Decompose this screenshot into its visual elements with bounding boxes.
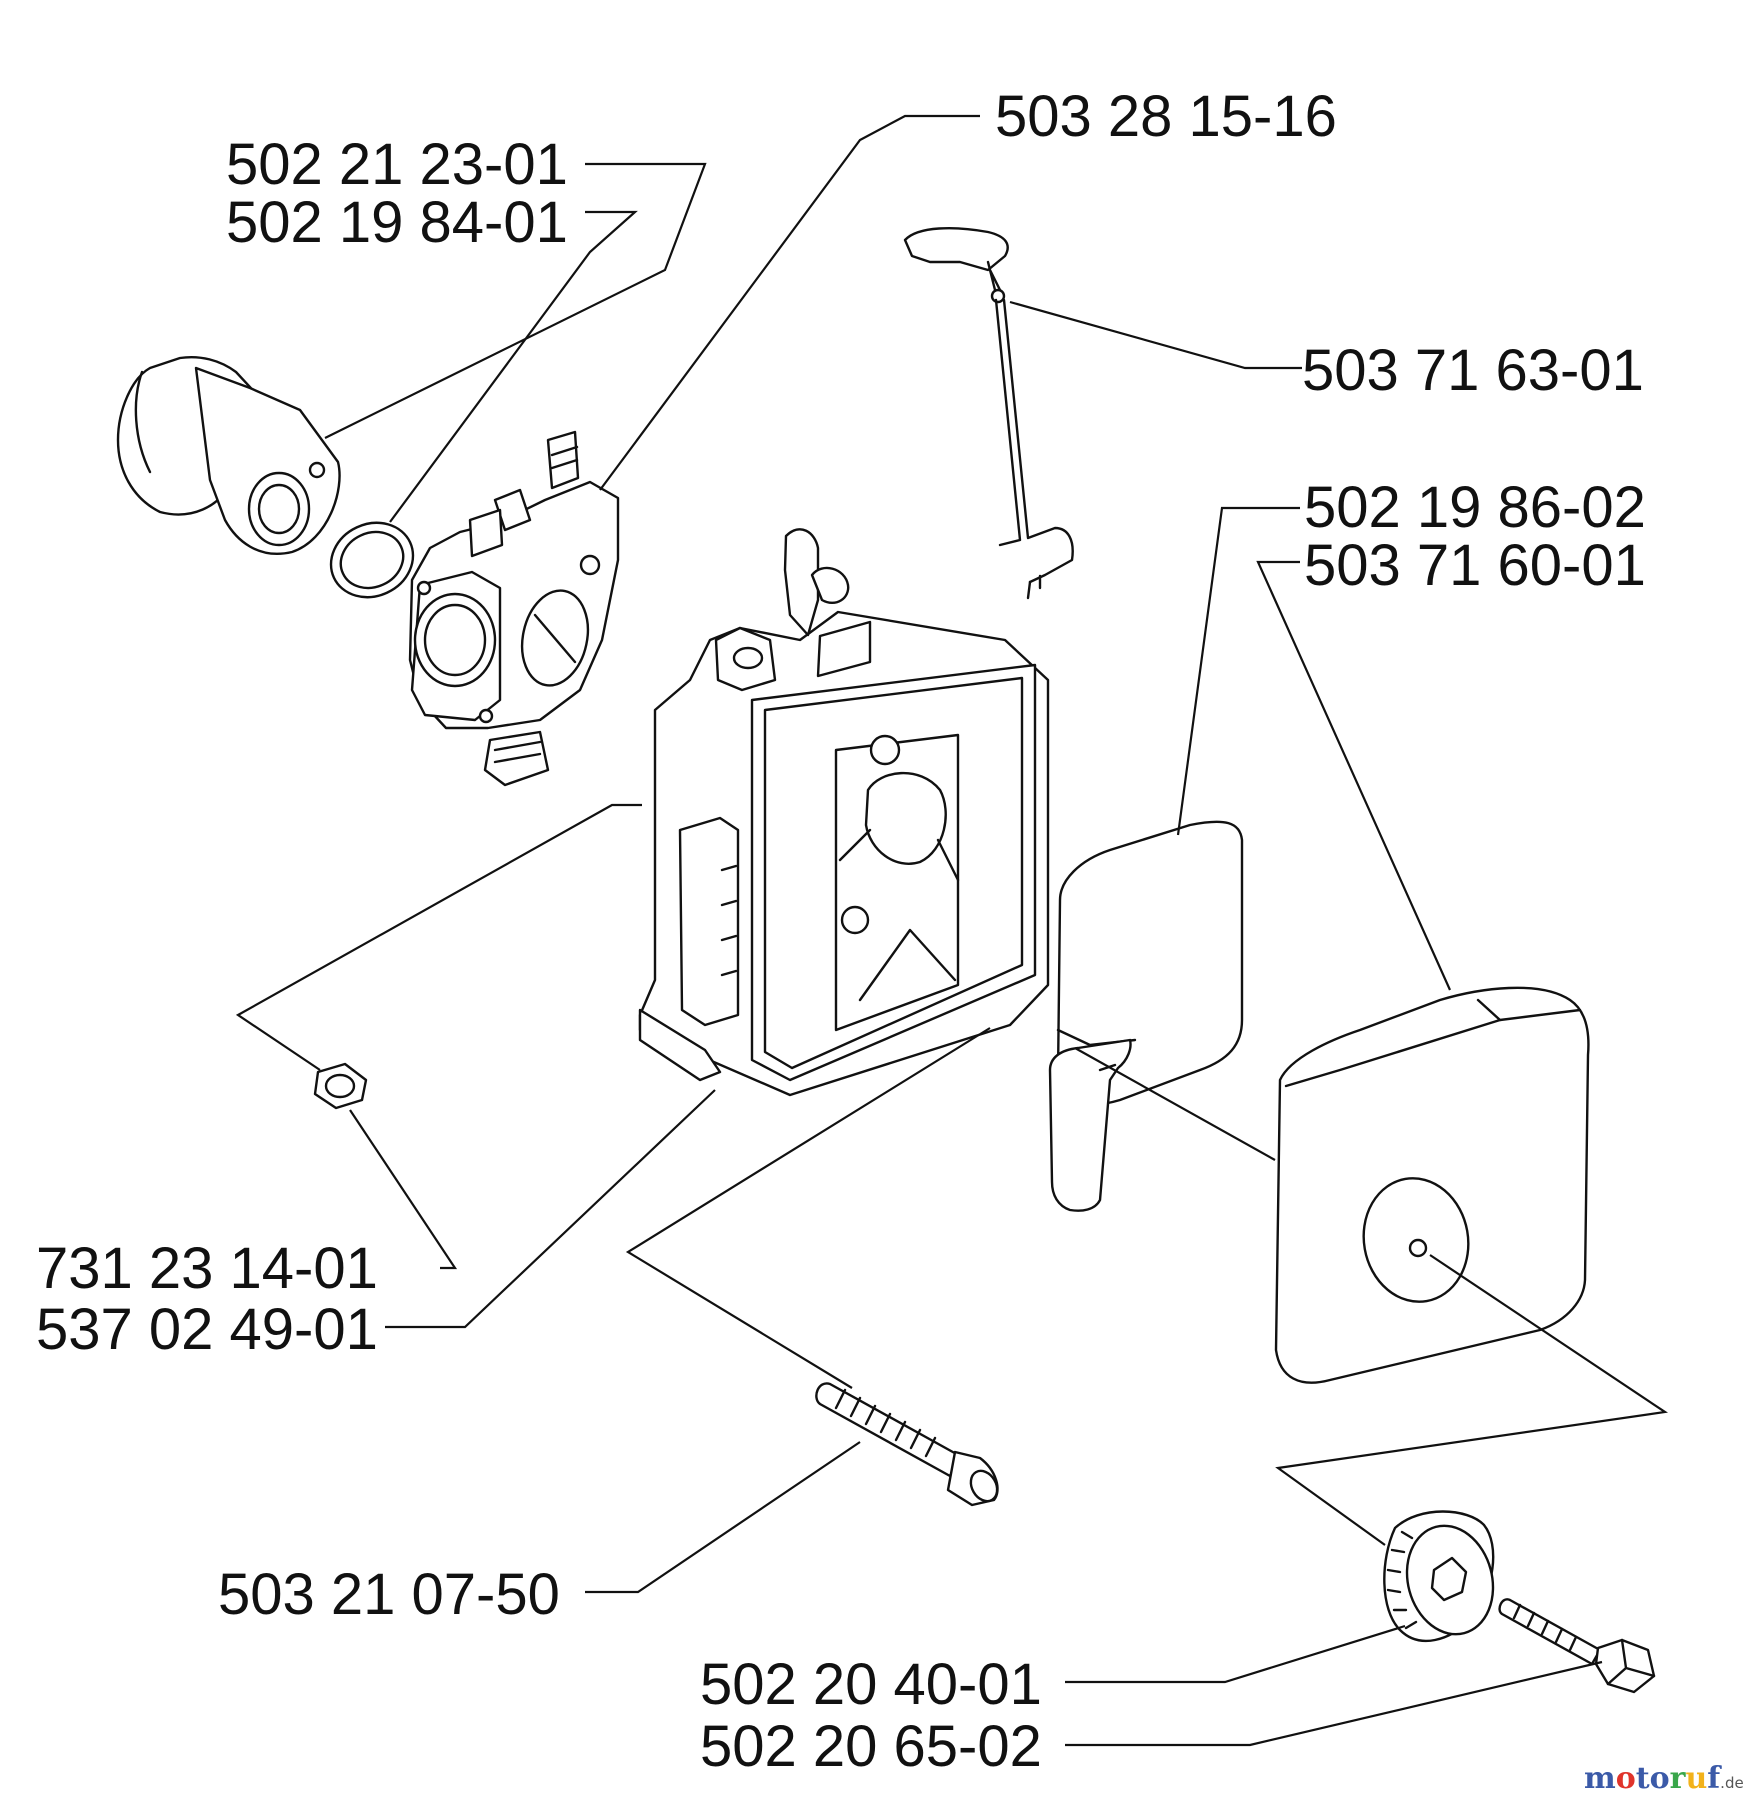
intake-manifold-part	[116, 356, 341, 555]
nut-part	[313, 1062, 368, 1110]
air-filter-housing-part	[638, 528, 1050, 1097]
label-filter-cover: 503 71 60-01	[1304, 533, 1646, 598]
label-air-filter-housing: 537 02 49-01	[36, 1297, 378, 1362]
leader-lines	[235, 114, 1668, 1747]
leader-cover-knob	[1065, 1624, 1406, 1684]
label-carburetor: 503 28 15-16	[995, 84, 1337, 149]
leader-housing-screw	[585, 1441, 861, 1594]
carburetor-part	[408, 430, 620, 787]
leader-screw-to-insert	[1074, 1047, 1276, 1161]
part-labels: 502 21 23-01 502 19 84-01 503 28 15-16 5…	[36, 84, 1646, 1779]
choke-rod-part	[903, 226, 1074, 600]
label-knob-screw: 502 20 65-02	[700, 1714, 1042, 1779]
leader-knob-screw	[1065, 1660, 1603, 1747]
label-choke-rod: 503 71 63-01	[1302, 338, 1644, 403]
label-intake-manifold: 502 21 23-01	[226, 132, 568, 197]
housing-screw-part	[815, 1382, 999, 1507]
filter-cover-part	[1274, 986, 1590, 1384]
label-housing-screw: 503 21 07-50	[218, 1562, 560, 1627]
leader-filter-cover	[1256, 560, 1452, 991]
leader-nut	[349, 1109, 458, 1270]
knob-screw-part	[1498, 1598, 1656, 1694]
leader-air-filter-housing	[385, 1089, 716, 1329]
leader-o-ring	[389, 210, 638, 523]
watermark-logo: motoruf.de	[1584, 1761, 1744, 1796]
leader-nut-to-housing	[235, 803, 642, 1071]
leader-intake-manifold	[324, 162, 707, 439]
label-filter-insert: 502 19 86-02	[1304, 475, 1646, 540]
filter-insert-part	[1048, 820, 1244, 1212]
leader-screw-to-housing	[625, 1027, 991, 1389]
o-ring-part	[329, 521, 415, 599]
label-nut: 731 23 14-01	[36, 1236, 378, 1301]
label-o-ring: 502 19 84-01	[226, 190, 568, 255]
leader-filter-insert	[1176, 506, 1300, 836]
svg-text:motoruf.de: motoruf.de	[1584, 1761, 1744, 1796]
label-cover-knob: 502 20 40-01	[700, 1652, 1042, 1717]
cover-knob-part	[1383, 1510, 1495, 1643]
leader-carburetor	[599, 114, 980, 491]
leader-choke-rod	[1009, 300, 1302, 370]
leader-knob-to-cover	[1275, 1254, 1668, 1546]
